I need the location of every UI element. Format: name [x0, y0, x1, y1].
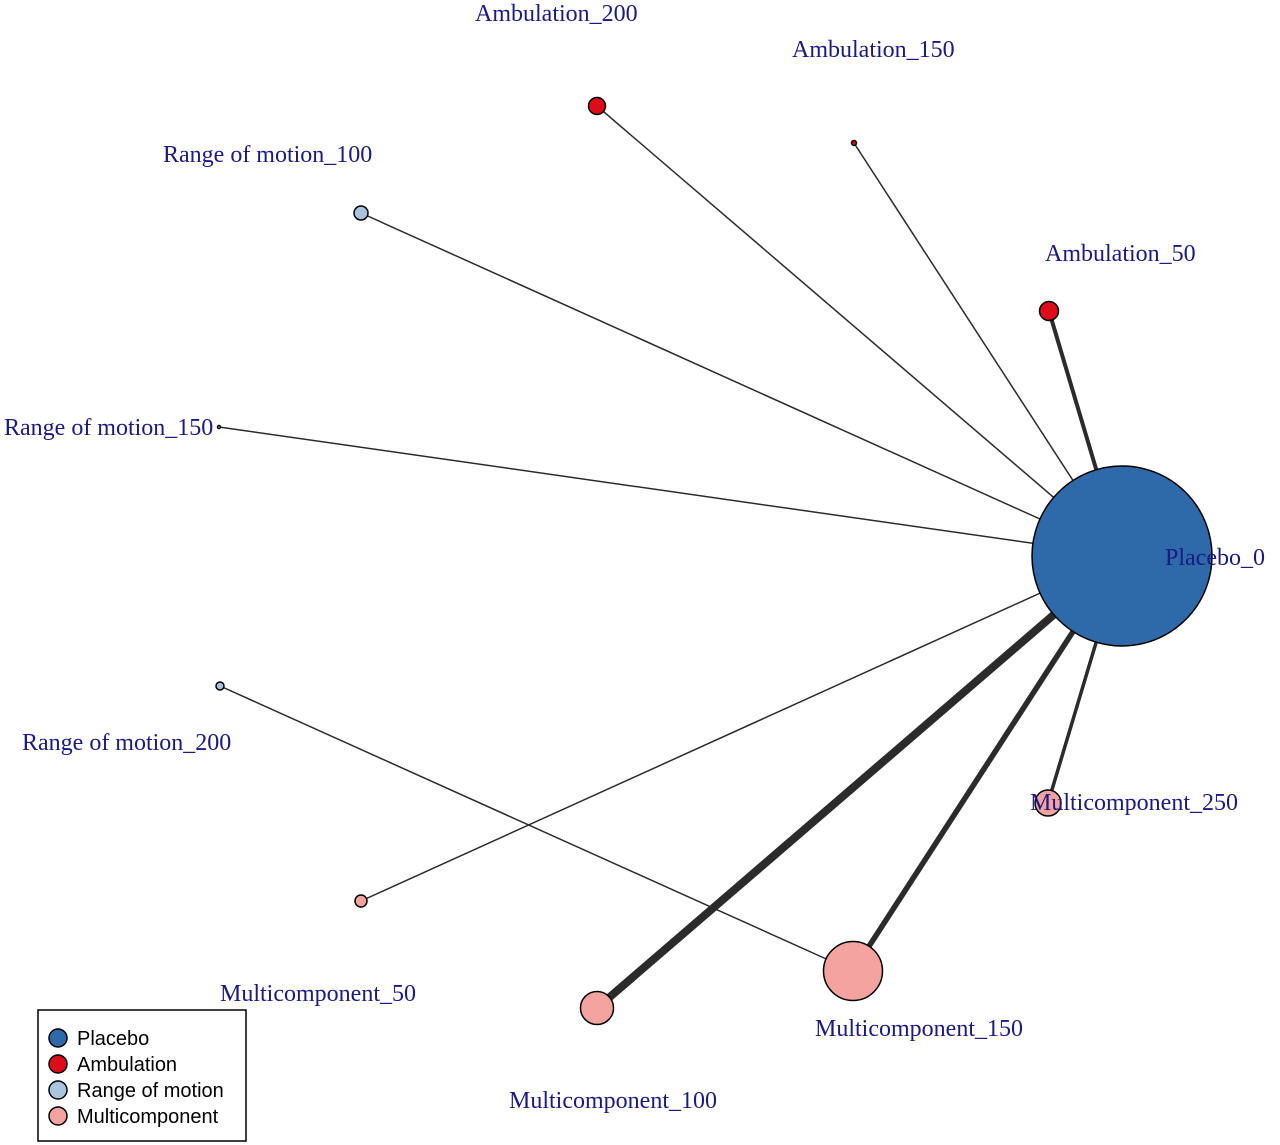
- edge-rom_200-multi_150: [219, 685, 854, 972]
- node-rom_100: [353, 205, 369, 221]
- legend-label-rom: Range of motion: [77, 1080, 224, 1102]
- label-amb_150: Ambulation_150: [792, 37, 955, 63]
- edge-placebo_0-amb_200: [596, 105, 1123, 557]
- legend-swatch-ambulation: [48, 1054, 68, 1074]
- legend-swatch-rom: [48, 1080, 68, 1100]
- node-multi_250: [1034, 789, 1062, 817]
- node-rom_150: [216, 424, 222, 430]
- labels-layer: Placebo_0 Ambulation_200Ambulation_150Amb…: [4, 1, 1265, 1114]
- legend-label-ambulation: Ambulation: [77, 1054, 177, 1076]
- legend-swatch-placebo: [48, 1028, 68, 1048]
- nodes-layer: [215, 96, 1213, 1026]
- label-rom_200: Range of motion_200: [22, 730, 231, 756]
- node-multi_150: [822, 940, 884, 1002]
- label-placebo_0: Placebo_0: [1165, 545, 1265, 571]
- label-amb_50: Ambulation_50: [1045, 241, 1196, 267]
- node-rom_200: [215, 681, 225, 691]
- label-rom_100: Range of motion_100: [163, 142, 372, 168]
- edges-layer: [218, 105, 1125, 1012]
- legend-label-multi: Multicomponent: [77, 1106, 219, 1128]
- node-amb_150: [850, 139, 858, 147]
- node-amb_50: [1038, 300, 1060, 322]
- edge-placebo_0-rom_150: [218, 426, 1123, 557]
- edge-placebo_0-multi_50: [360, 555, 1123, 902]
- node-amb_200: [587, 96, 607, 116]
- node-multi_100: [579, 990, 615, 1026]
- node-multi_50: [354, 894, 368, 908]
- label-amb_200: Ambulation_200: [475, 1, 638, 27]
- legend-swatch-multi: [48, 1106, 68, 1126]
- label-multi_150: Multicomponent_150: [815, 1016, 1023, 1042]
- label-multi_100: Multicomponent_100: [509, 1088, 717, 1114]
- legend-label-placebo: Placebo: [77, 1028, 149, 1050]
- edge-placebo_0-multi_100: [594, 552, 1125, 1012]
- label-multi_250: Multicomponent_250: [1030, 790, 1238, 816]
- node-placebo_0: [1031, 465, 1213, 647]
- label-multi_50: Multicomponent_50: [220, 981, 416, 1007]
- label-rom_150: Range of motion_150: [4, 415, 213, 441]
- edge-placebo_0-rom_100: [360, 212, 1123, 557]
- legend-box: [37, 1009, 247, 1142]
